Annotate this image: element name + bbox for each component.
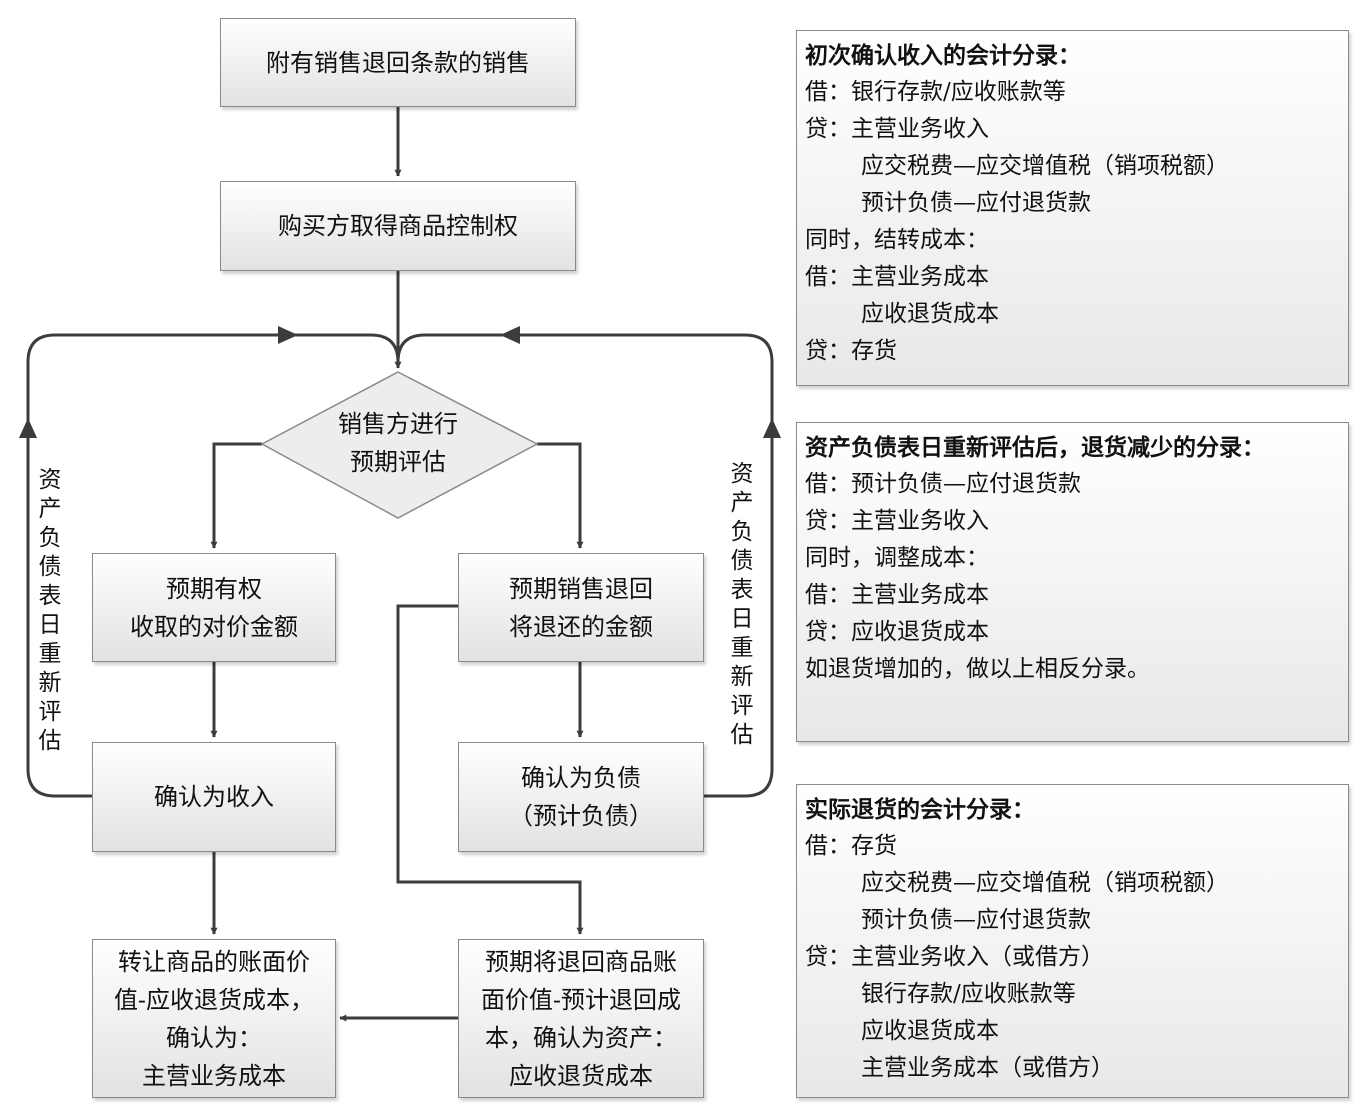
panel-actual-line: 贷：主营业务收入（或借方）: [805, 944, 1104, 970]
panel-actual-line: 应交税费—应交增值税（销项税额）: [861, 870, 1229, 896]
panel-initial-line: 预计负债—应付退货款: [861, 190, 1091, 216]
reassess-right-char: 日: [730, 606, 754, 632]
reassess-right-char: 新: [730, 664, 754, 690]
panel-initial-line: 贷：存货: [805, 338, 897, 364]
box-asset-return: 预期将退回商品账 面价值-预计退回成 本，确认为资产： 应收退货成本: [458, 939, 704, 1098]
reassess-right-char: 估: [730, 722, 754, 748]
box-asset-return-line-1: 预期将退回商品账: [485, 947, 677, 976]
box-cost-transfer-line-4: 主营业务成本: [142, 1061, 286, 1090]
panel-initial-line: 借：银行存款/应收账款等: [805, 79, 1066, 105]
decision-line-1: 销售方进行: [338, 410, 458, 438]
panel-actual-line: 应收退货成本: [861, 1018, 999, 1044]
panel-actual-return-entry: 实际退货的会计分录： 借：存货 应交税费—应交增值税（销项税额） 预计负债—应付…: [796, 784, 1349, 1098]
panel-actual-title: 实际退货的会计分录：: [805, 796, 1035, 823]
box-expected-consideration-line-1: 预期有权: [166, 574, 262, 603]
box-expected-consideration: 预期有权 收取的对价金额: [92, 553, 336, 662]
panel-reassess-entry: 资产负债表日重新评估后，退货减少的分录： 借：预计负债—应付退货款 贷：主营业务…: [796, 422, 1349, 742]
panel-initial-entry: 初次确认收入的会计分录： 借：银行存款/应收账款等 贷：主营业务收入 应交税费—…: [796, 30, 1349, 386]
reassess-left-char: 债: [38, 554, 62, 580]
decision-line-2: 预期评估: [350, 448, 446, 476]
box-recognize-liability-line-1: 确认为负债: [521, 764, 641, 792]
reassess-left-char: 新: [38, 670, 62, 696]
box-asset-return-line-2: 面价值-预计退回成: [480, 985, 682, 1014]
panel-reassess-line: 同时，调整成本：: [805, 545, 989, 571]
panel-initial-line: 应收退货成本: [861, 301, 999, 327]
box-buyer-control: 购买方取得商品控制权: [220, 181, 576, 271]
reassess-left-char: 产: [38, 496, 62, 522]
box-recognize-revenue-text: 确认为收入: [154, 783, 274, 811]
panel-actual-line: 主营业务成本（或借方）: [861, 1055, 1114, 1081]
arrow-evaluate-to-consideration: [210, 442, 262, 549]
reassess-left-char: 负: [38, 525, 62, 551]
reassess-right-char: 表: [730, 577, 754, 603]
box-expected-consideration-line-2: 收取的对价金额: [130, 612, 298, 641]
arrow-evaluate-to-refund: [537, 442, 584, 549]
reassess-right-char: 负: [730, 519, 754, 545]
reassess-label-left: 资 产 负 债 表 日 重 新 评 估: [35, 466, 65, 756]
box-cost-transfer-line-3: 确认为：: [166, 1023, 262, 1052]
box-expected-refund: 预期销售退回 将退还的金额: [458, 553, 704, 662]
box-recognize-liability: 确认为负债 （预计负债）: [458, 742, 704, 852]
panel-initial-line: 应交税费—应交增值税（销项税额）: [861, 153, 1229, 179]
reassess-left-char: 重: [38, 641, 62, 667]
reassess-label-right: 资 产 负 债 表 日 重 新 评 估: [727, 460, 757, 750]
box-cost-transfer-line-1: 转让商品的账面价: [118, 947, 310, 976]
panel-reassess-line: 借：主营业务成本: [805, 582, 989, 608]
panel-reassess-line: 如退货增加的，做以上相反分录。: [805, 656, 1150, 682]
box-buyer-control-text: 购买方取得商品控制权: [278, 212, 518, 240]
panel-reassess-line: 贷：主营业务收入: [805, 508, 989, 534]
reassess-left-char: 日: [38, 612, 62, 638]
panel-initial-line: 借：主营业务成本: [805, 264, 989, 290]
decision-text: 销售方进行 预期评估: [298, 405, 498, 481]
box-recognize-liability-line-2: （预计负债）: [509, 802, 653, 830]
loop-right-reassess: [396, 333, 774, 798]
loop-left-reassess: [26, 333, 400, 798]
reassess-right-char: 债: [730, 548, 754, 574]
reassess-left-char: 评: [38, 699, 62, 725]
panel-reassess-line: 借：预计负债—应付退货款: [805, 471, 1081, 497]
panel-actual-line: 预计负债—应付退货款: [861, 907, 1091, 933]
reassess-right-char: 评: [730, 693, 754, 719]
reassess-right-char: 资: [730, 461, 754, 487]
panel-initial-title: 初次确认收入的会计分录：: [805, 42, 1081, 69]
box-expected-refund-line-2: 将退还的金额: [509, 612, 653, 641]
box-sale-with-return: 附有销售退回条款的销售: [220, 18, 576, 107]
box-sale-with-return-text: 附有销售退回条款的销售: [266, 48, 530, 77]
arrow-refund-to-asset: [396, 604, 584, 935]
panel-initial-line: 贷：主营业务收入: [805, 116, 989, 142]
reassess-left-char: 表: [38, 583, 62, 609]
reassess-right-char: 重: [730, 635, 754, 661]
box-asset-return-line-4: 应收退货成本: [509, 1061, 653, 1090]
panel-actual-line: 银行存款/应收账款等: [861, 981, 1076, 1007]
reassess-left-char: 资: [38, 467, 62, 493]
box-cost-transfer: 转让商品的账面价 值-应收退货成本， 确认为： 主营业务成本: [92, 939, 336, 1098]
panel-initial-line: 同时，结转成本：: [805, 227, 989, 253]
box-cost-transfer-line-2: 值-应收退货成本，: [113, 985, 315, 1014]
box-asset-return-line-3: 本，确认为资产：: [485, 1023, 677, 1052]
decision-diamond: [260, 371, 539, 519]
box-expected-refund-line-1: 预期销售退回: [509, 574, 653, 603]
loop-arrowhead-left-up: [19, 418, 37, 438]
panel-reassess-title: 资产负债表日重新评估后，退货减少的分录：: [805, 434, 1265, 461]
panel-actual-line: 借：存货: [805, 833, 897, 859]
reassess-right-char: 产: [730, 490, 754, 516]
panel-reassess-line: 贷：应收退货成本: [805, 619, 989, 645]
reassess-left-char: 估: [38, 728, 62, 754]
loop-arrowhead-left-right: [278, 326, 298, 344]
loop-arrowhead-right-left: [500, 326, 520, 344]
box-recognize-revenue: 确认为收入: [92, 742, 336, 852]
loop-arrowhead-right-up: [763, 418, 781, 438]
